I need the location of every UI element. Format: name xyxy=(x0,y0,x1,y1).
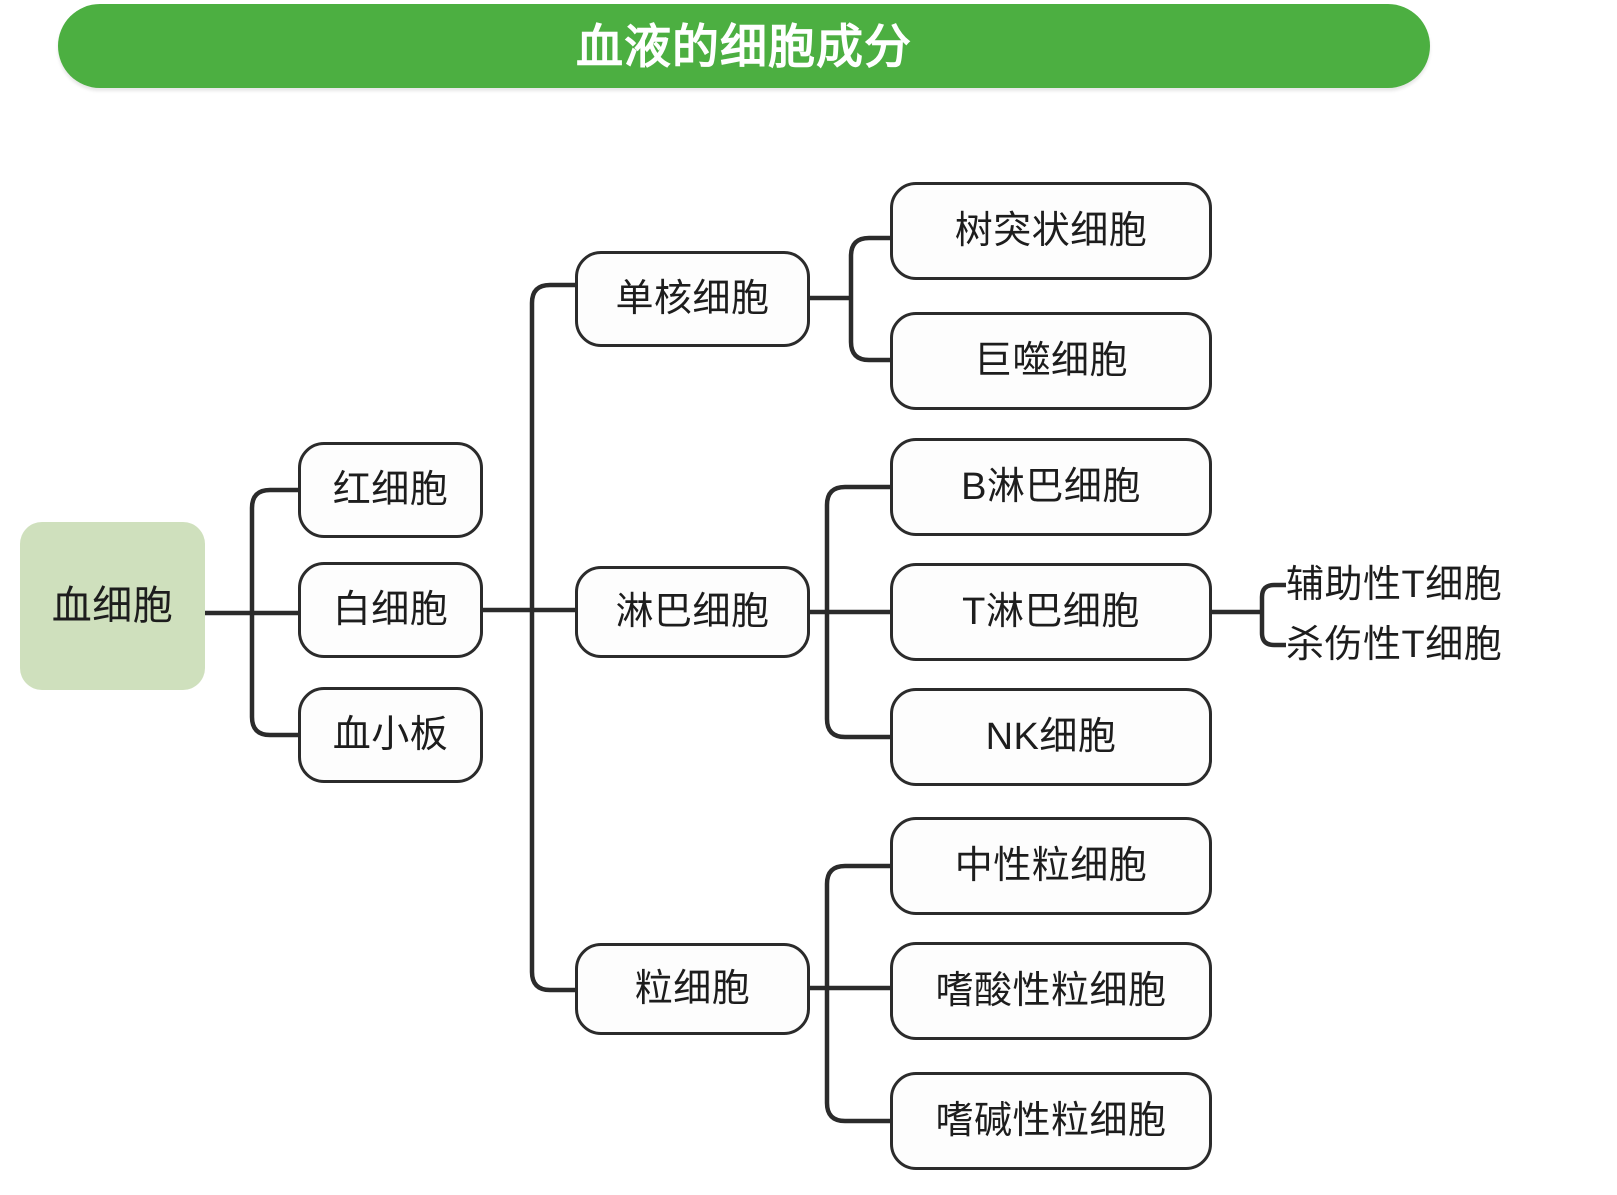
node-b-lymphocyte[interactable]: B淋巴细胞 xyxy=(890,438,1212,536)
node-t-lymphocyte[interactable]: T淋巴细胞 xyxy=(890,563,1212,661)
node-label: 血细胞 xyxy=(51,584,174,628)
connector-monocyte-to-dendritic xyxy=(848,235,890,298)
node-label: 树突状细胞 xyxy=(954,210,1148,252)
node-basophil[interactable]: 嗜碱性粒细胞 xyxy=(890,1072,1212,1170)
node-dendritic-cell[interactable]: 树突状细胞 xyxy=(890,182,1212,280)
node-granulocyte[interactable]: 粒细胞 xyxy=(575,943,810,1035)
node-lymphocyte[interactable]: 淋巴细胞 xyxy=(575,566,810,658)
node-nk-cell[interactable]: NK细胞 xyxy=(890,688,1212,786)
label-helper-t-cell[interactable]: 辅助性T细胞 xyxy=(1286,564,1503,606)
node-label: 血小板 xyxy=(332,714,449,756)
node-label: 红细胞 xyxy=(332,469,449,511)
node-neutrophil[interactable]: 中性粒细胞 xyxy=(890,817,1212,915)
node-label: 粒细胞 xyxy=(634,968,751,1010)
node-label: 嗜酸性粒细胞 xyxy=(935,970,1167,1012)
node-label: 白细胞 xyxy=(332,589,449,631)
page-title: 血液的细胞成分 xyxy=(576,19,912,73)
node-eosinophil[interactable]: 嗜酸性粒细胞 xyxy=(890,942,1212,1040)
connector-monocyte-to-macrophage xyxy=(848,298,890,363)
connector-wbc-to-monocyte xyxy=(529,282,575,610)
node-label: 淋巴细胞 xyxy=(615,591,770,633)
title-banner: 血液的细胞成分 xyxy=(58,4,1430,88)
node-label: 单核细胞 xyxy=(615,278,770,320)
connector-root-to-platelet xyxy=(249,613,298,738)
node-label: B淋巴细胞 xyxy=(961,466,1141,508)
node-label: 中性粒细胞 xyxy=(954,845,1148,887)
node-label: 嗜碱性粒细胞 xyxy=(935,1100,1167,1142)
node-monocyte[interactable]: 单核细胞 xyxy=(575,251,810,347)
node-label: 巨噬细胞 xyxy=(973,340,1128,382)
connector-granulocyte-to-basophil xyxy=(824,988,890,1124)
connector-granulocyte-to-neutrophil xyxy=(824,863,890,988)
node-macrophage[interactable]: 巨噬细胞 xyxy=(890,312,1212,410)
connector-wbc-to-granulocyte xyxy=(529,610,575,993)
label-killer-t-cell[interactable]: 杀伤性T细胞 xyxy=(1286,624,1503,666)
node-white-blood-cell[interactable]: 白细胞 xyxy=(298,562,483,658)
node-platelet[interactable]: 血小板 xyxy=(298,687,483,783)
connector-tcell-to-helper xyxy=(1259,582,1286,612)
node-root-blood-cell[interactable]: 血细胞 xyxy=(20,522,205,690)
connector-lymphocyte-to-nk xyxy=(824,612,890,740)
node-label: NK细胞 xyxy=(985,716,1117,758)
node-red-blood-cell[interactable]: 红细胞 xyxy=(298,442,483,538)
connector-tcell-to-killer xyxy=(1259,612,1286,648)
connector-root-to-rbc xyxy=(249,487,298,613)
node-label: T淋巴细胞 xyxy=(962,591,1140,633)
connector-lymphocyte-to-bcell xyxy=(824,484,890,612)
